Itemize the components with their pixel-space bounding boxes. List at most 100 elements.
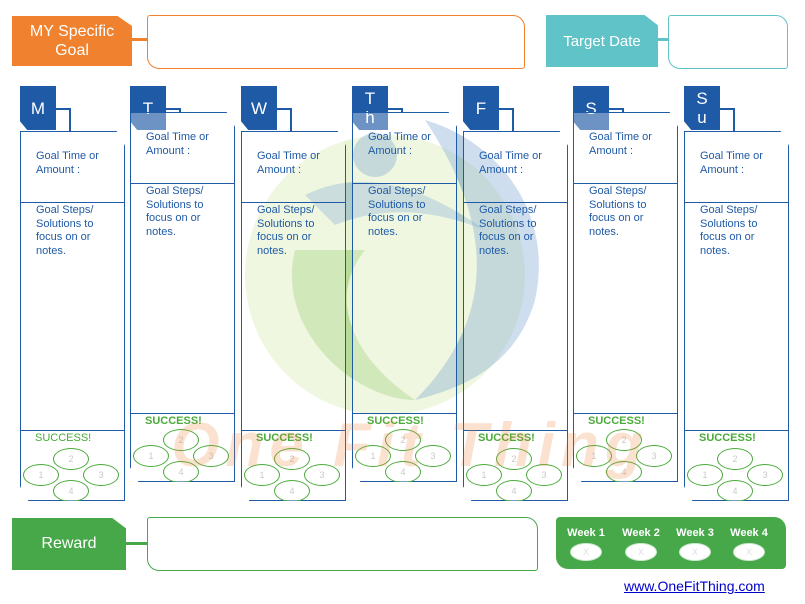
success-check-oval[interactable]: 2 xyxy=(53,448,89,470)
day-connector xyxy=(69,108,71,131)
day-connector xyxy=(499,108,513,110)
day-card[interactable]: Goal Time or Amount :Goal Steps/ Solutio… xyxy=(130,112,235,482)
success-check-oval[interactable]: 1 xyxy=(133,445,169,467)
goal-input-box[interactable] xyxy=(147,15,525,69)
success-check-oval[interactable]: 4 xyxy=(53,480,89,501)
success-check-oval[interactable]: 4 xyxy=(385,461,421,482)
day-connector xyxy=(179,108,181,112)
day-tab: M xyxy=(20,86,56,130)
success-check-oval[interactable]: 2 xyxy=(606,429,642,451)
goal-time-label: Goal Time or Amount : xyxy=(36,150,99,176)
goal-time-label: Goal Time or Amount : xyxy=(146,131,209,157)
goal-steps-label: Goal Steps/ Solutions to focus on or not… xyxy=(257,204,315,257)
success-label: SUCCESS! xyxy=(35,432,92,444)
success-check-oval[interactable]: 1 xyxy=(244,464,280,486)
divider xyxy=(353,413,456,414)
success-check-oval[interactable]: 4 xyxy=(717,480,753,501)
success-label: SUCCESS! xyxy=(699,432,756,444)
day-card[interactable]: Goal Time or Amount : Goal Steps/ Solutio… xyxy=(241,131,346,501)
week-check-oval[interactable]: X xyxy=(570,543,602,561)
success-check-oval[interactable]: 1 xyxy=(23,464,59,486)
website-link[interactable]: www.OneFitThing.com xyxy=(624,578,765,594)
background-logo xyxy=(245,120,539,415)
week-1: Week 1 X xyxy=(559,517,613,561)
goal-time-label: Goal Time or Amount : xyxy=(479,150,542,176)
day-letter: M xyxy=(30,98,46,118)
success-check-oval[interactable]: 2 xyxy=(163,429,199,451)
reward-connector xyxy=(126,542,148,545)
goal-steps-label: Goal Steps/ Solutions to focus on or not… xyxy=(368,185,426,238)
success-check-oval[interactable]: 1 xyxy=(687,464,723,486)
day-card[interactable]: Goal Time or Amount :Goal Steps/ Solutio… xyxy=(684,131,789,501)
week-check-oval[interactable]: X xyxy=(733,543,765,561)
day-tab: F xyxy=(463,86,499,130)
week-tracker: Week 1 X Week 2 X Week 3 X Week 4 X xyxy=(556,517,786,569)
success-check-oval[interactable]: 3 xyxy=(636,445,672,467)
day-connector xyxy=(290,108,292,131)
day-letter: W xyxy=(250,98,268,118)
success-check-oval[interactable]: 4 xyxy=(496,480,532,501)
week-3: Week 3 X xyxy=(668,517,722,561)
success-label: SUCCESS! xyxy=(588,415,645,427)
day-tab: S xyxy=(573,86,609,130)
success-check-oval[interactable]: 1 xyxy=(466,464,502,486)
success-check-oval[interactable]: 2 xyxy=(717,448,753,470)
week-label: Week 1 xyxy=(567,527,605,539)
success-check-oval[interactable]: 3 xyxy=(83,464,119,486)
divider xyxy=(353,183,456,184)
success-check-oval[interactable]: 2 xyxy=(385,429,421,451)
week-label: Week 4 xyxy=(730,527,768,539)
goal-time-label: Goal Time or Amount : xyxy=(257,150,320,176)
day-card[interactable]: Goal Time or Amount :Goal Steps/ Solutio… xyxy=(573,112,678,482)
success-check-oval[interactable]: 3 xyxy=(747,464,783,486)
day-letter: T xyxy=(364,89,376,108)
day-connector xyxy=(401,108,403,112)
day-letter: S xyxy=(696,89,708,108)
day-card[interactable]: Goal Time or Amount : Goal Steps/ Solutio… xyxy=(352,112,457,482)
day-letter: F xyxy=(475,98,487,118)
week-label: Week 3 xyxy=(676,527,714,539)
success-check-oval[interactable]: 3 xyxy=(304,464,340,486)
day-letter: u xyxy=(697,108,707,127)
divider xyxy=(464,202,567,203)
day-tab: T xyxy=(130,86,166,130)
target-date-label: Target Date xyxy=(546,15,658,67)
success-label: SUCCESS! xyxy=(367,415,424,427)
week-check-oval[interactable]: X xyxy=(679,543,711,561)
week-2: Week 2 X xyxy=(614,517,668,561)
day-connector xyxy=(733,108,735,131)
success-check-oval[interactable]: 3 xyxy=(415,445,451,467)
success-check-oval[interactable]: 3 xyxy=(526,464,562,486)
success-check-oval[interactable]: 4 xyxy=(274,480,310,501)
success-label: SUCCESS! xyxy=(145,415,202,427)
success-check-oval[interactable]: 4 xyxy=(606,461,642,482)
divider xyxy=(131,183,234,184)
day-connector xyxy=(277,108,291,110)
success-check-oval[interactable]: 4 xyxy=(163,461,199,482)
success-label: SUCCESS! xyxy=(478,432,535,444)
goal-steps-label: Goal Steps/ Solutions to focus on or not… xyxy=(36,204,94,257)
week-check-oval[interactable]: X xyxy=(625,543,657,561)
divider xyxy=(242,202,345,203)
day-letter: S xyxy=(585,98,597,118)
day-connector xyxy=(56,108,70,110)
reward-label: Reward xyxy=(12,518,126,570)
reward-input-box[interactable] xyxy=(147,517,538,571)
divider xyxy=(574,413,677,414)
divider xyxy=(21,430,124,431)
day-letter: h xyxy=(365,108,375,127)
target-date-box[interactable] xyxy=(668,15,788,69)
goal-time-label: Goal Time or Amount : xyxy=(368,131,431,157)
day-letter: T xyxy=(142,98,154,118)
day-connector xyxy=(512,108,514,131)
success-check-oval[interactable]: 3 xyxy=(193,445,229,467)
success-check-oval[interactable]: 1 xyxy=(576,445,612,467)
day-card[interactable]: Goal Time or Amount : Goal Steps/ Solutio… xyxy=(20,131,125,501)
watermark-text: One Fit Thing xyxy=(171,411,649,480)
success-check-oval[interactable]: 2 xyxy=(496,448,532,470)
day-card[interactable]: Goal Time or Amount :Goal Steps/ Solutio… xyxy=(463,131,568,501)
success-check-oval[interactable]: 2 xyxy=(274,448,310,470)
success-check-oval[interactable]: 1 xyxy=(355,445,391,467)
